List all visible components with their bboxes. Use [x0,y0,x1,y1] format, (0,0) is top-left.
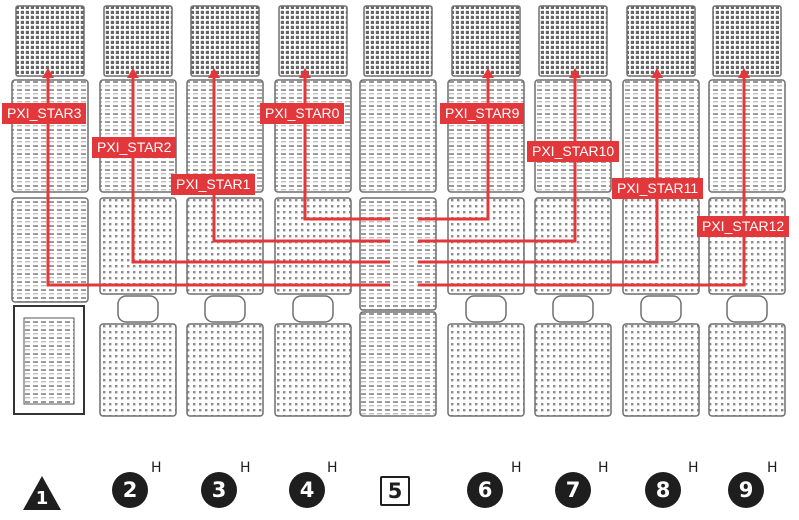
connector-lower-slot-5 [359,197,437,311]
star-route-6 [418,74,577,243]
connector-lower-slot-3 [186,197,264,295]
slot-4-number: 4 [289,472,325,508]
latch-slot-4 [292,295,334,323]
star-route-7 [418,74,659,264]
signal-label-pxi-star10: PXI_STAR10 [527,141,620,162]
signal-label-pxi-star11: PXI_STAR11 [612,178,704,199]
slot-8-marker: H [688,460,699,476]
connector-bottom-slot-6 [447,323,525,417]
slot-7-marker: H [598,460,609,476]
power-connector-pins-slot-1 [23,317,75,405]
connector-upper-slot-1 [11,79,89,193]
slot-3-marker: H [240,460,251,476]
slot-1-number: 1 [35,488,49,509]
connector-bottom-slot-3 [186,323,264,417]
connector-bottom-slot-8 [622,323,700,417]
connector-top-slot-5 [363,5,433,77]
signal-label-pxi-star3: PXI_STAR3 [2,103,87,124]
connector-bottom-slot-4 [274,323,352,417]
connector-top-slot-7 [538,5,608,77]
connector-lower-slot-1 [11,197,89,303]
star-route-arrow-6 [569,68,581,78]
star-route-arrow-5 [482,68,494,78]
latch-slot-6 [465,295,507,323]
connector-top-slot-6 [451,5,521,77]
star-route-3 [212,74,390,243]
connector-top-slot-9 [712,5,782,77]
connector-top-slot-3 [190,5,260,77]
connector-top-slot-4 [278,5,348,77]
connector-top-slot-1 [15,5,85,77]
connector-lower-slot-7 [534,197,612,295]
slot-3-number: 3 [201,472,237,508]
connector-lower-slot-8 [622,197,700,295]
signal-label-pxi-star0: PXI_STAR0 [260,103,345,124]
latch-slot-2 [117,295,159,323]
slot-8-number: 8 [645,472,681,508]
connector-lower-slot-6 [447,197,525,295]
star-route-arrow-8 [738,68,750,78]
latch-slot-7 [552,295,594,323]
connector-lower-slot-4 [274,197,352,295]
signal-label-pxi-star12: PXI_STAR12 [697,216,790,237]
connector-lower-slot-2 [99,197,177,295]
slot-9-marker: H [767,460,778,476]
connector-upper-slot-9 [708,79,786,193]
star-route-arrow-1 [42,68,54,78]
latch-slot-8 [640,295,682,323]
connector-top-slot-2 [103,5,173,77]
slot-1-triangle-icon [23,476,61,510]
star-route-arrow-7 [651,68,663,78]
connector-bottom-slot-7 [534,323,612,417]
connector-upper-slot-7 [534,79,612,193]
star-route-arrow-2 [127,68,139,78]
connector-lower-slot-9 [708,197,786,295]
star-route-arrow-4 [299,68,311,78]
slot-2-marker: H [151,460,162,476]
slot-7-number: 7 [555,472,591,508]
slot-6-marker: H [511,460,522,476]
connector-upper-slot-8 [622,79,700,193]
star-route-2 [131,74,390,264]
slot-4-marker: H [327,460,338,476]
connector-bottom-slot-2 [99,323,177,417]
connector-upper-slot-6 [447,79,525,193]
signal-label-pxi-star9: PXI_STAR9 [440,103,525,124]
connector-bottom-slot-5 [359,311,437,417]
latch-slot-9 [726,295,768,323]
connector-top-slot-8 [626,5,696,77]
connector-upper-slot-5 [359,79,437,193]
connector-upper-slot-4 [274,79,352,193]
connector-upper-slot-2 [99,79,177,193]
star-route-arrow-3 [208,68,220,78]
signal-label-pxi-star2: PXI_STAR2 [92,137,177,158]
latch-slot-3 [204,295,246,323]
signal-label-pxi-star1: PXI_STAR1 [171,174,256,195]
star-route-1 [46,74,390,287]
connector-bottom-slot-9 [708,323,786,417]
slot-5-number: 5 [380,476,410,506]
slot-9-number: 9 [728,472,764,508]
slot-2-number: 2 [112,472,148,508]
slot-6-number: 6 [467,472,503,508]
star-route-8 [418,74,746,287]
